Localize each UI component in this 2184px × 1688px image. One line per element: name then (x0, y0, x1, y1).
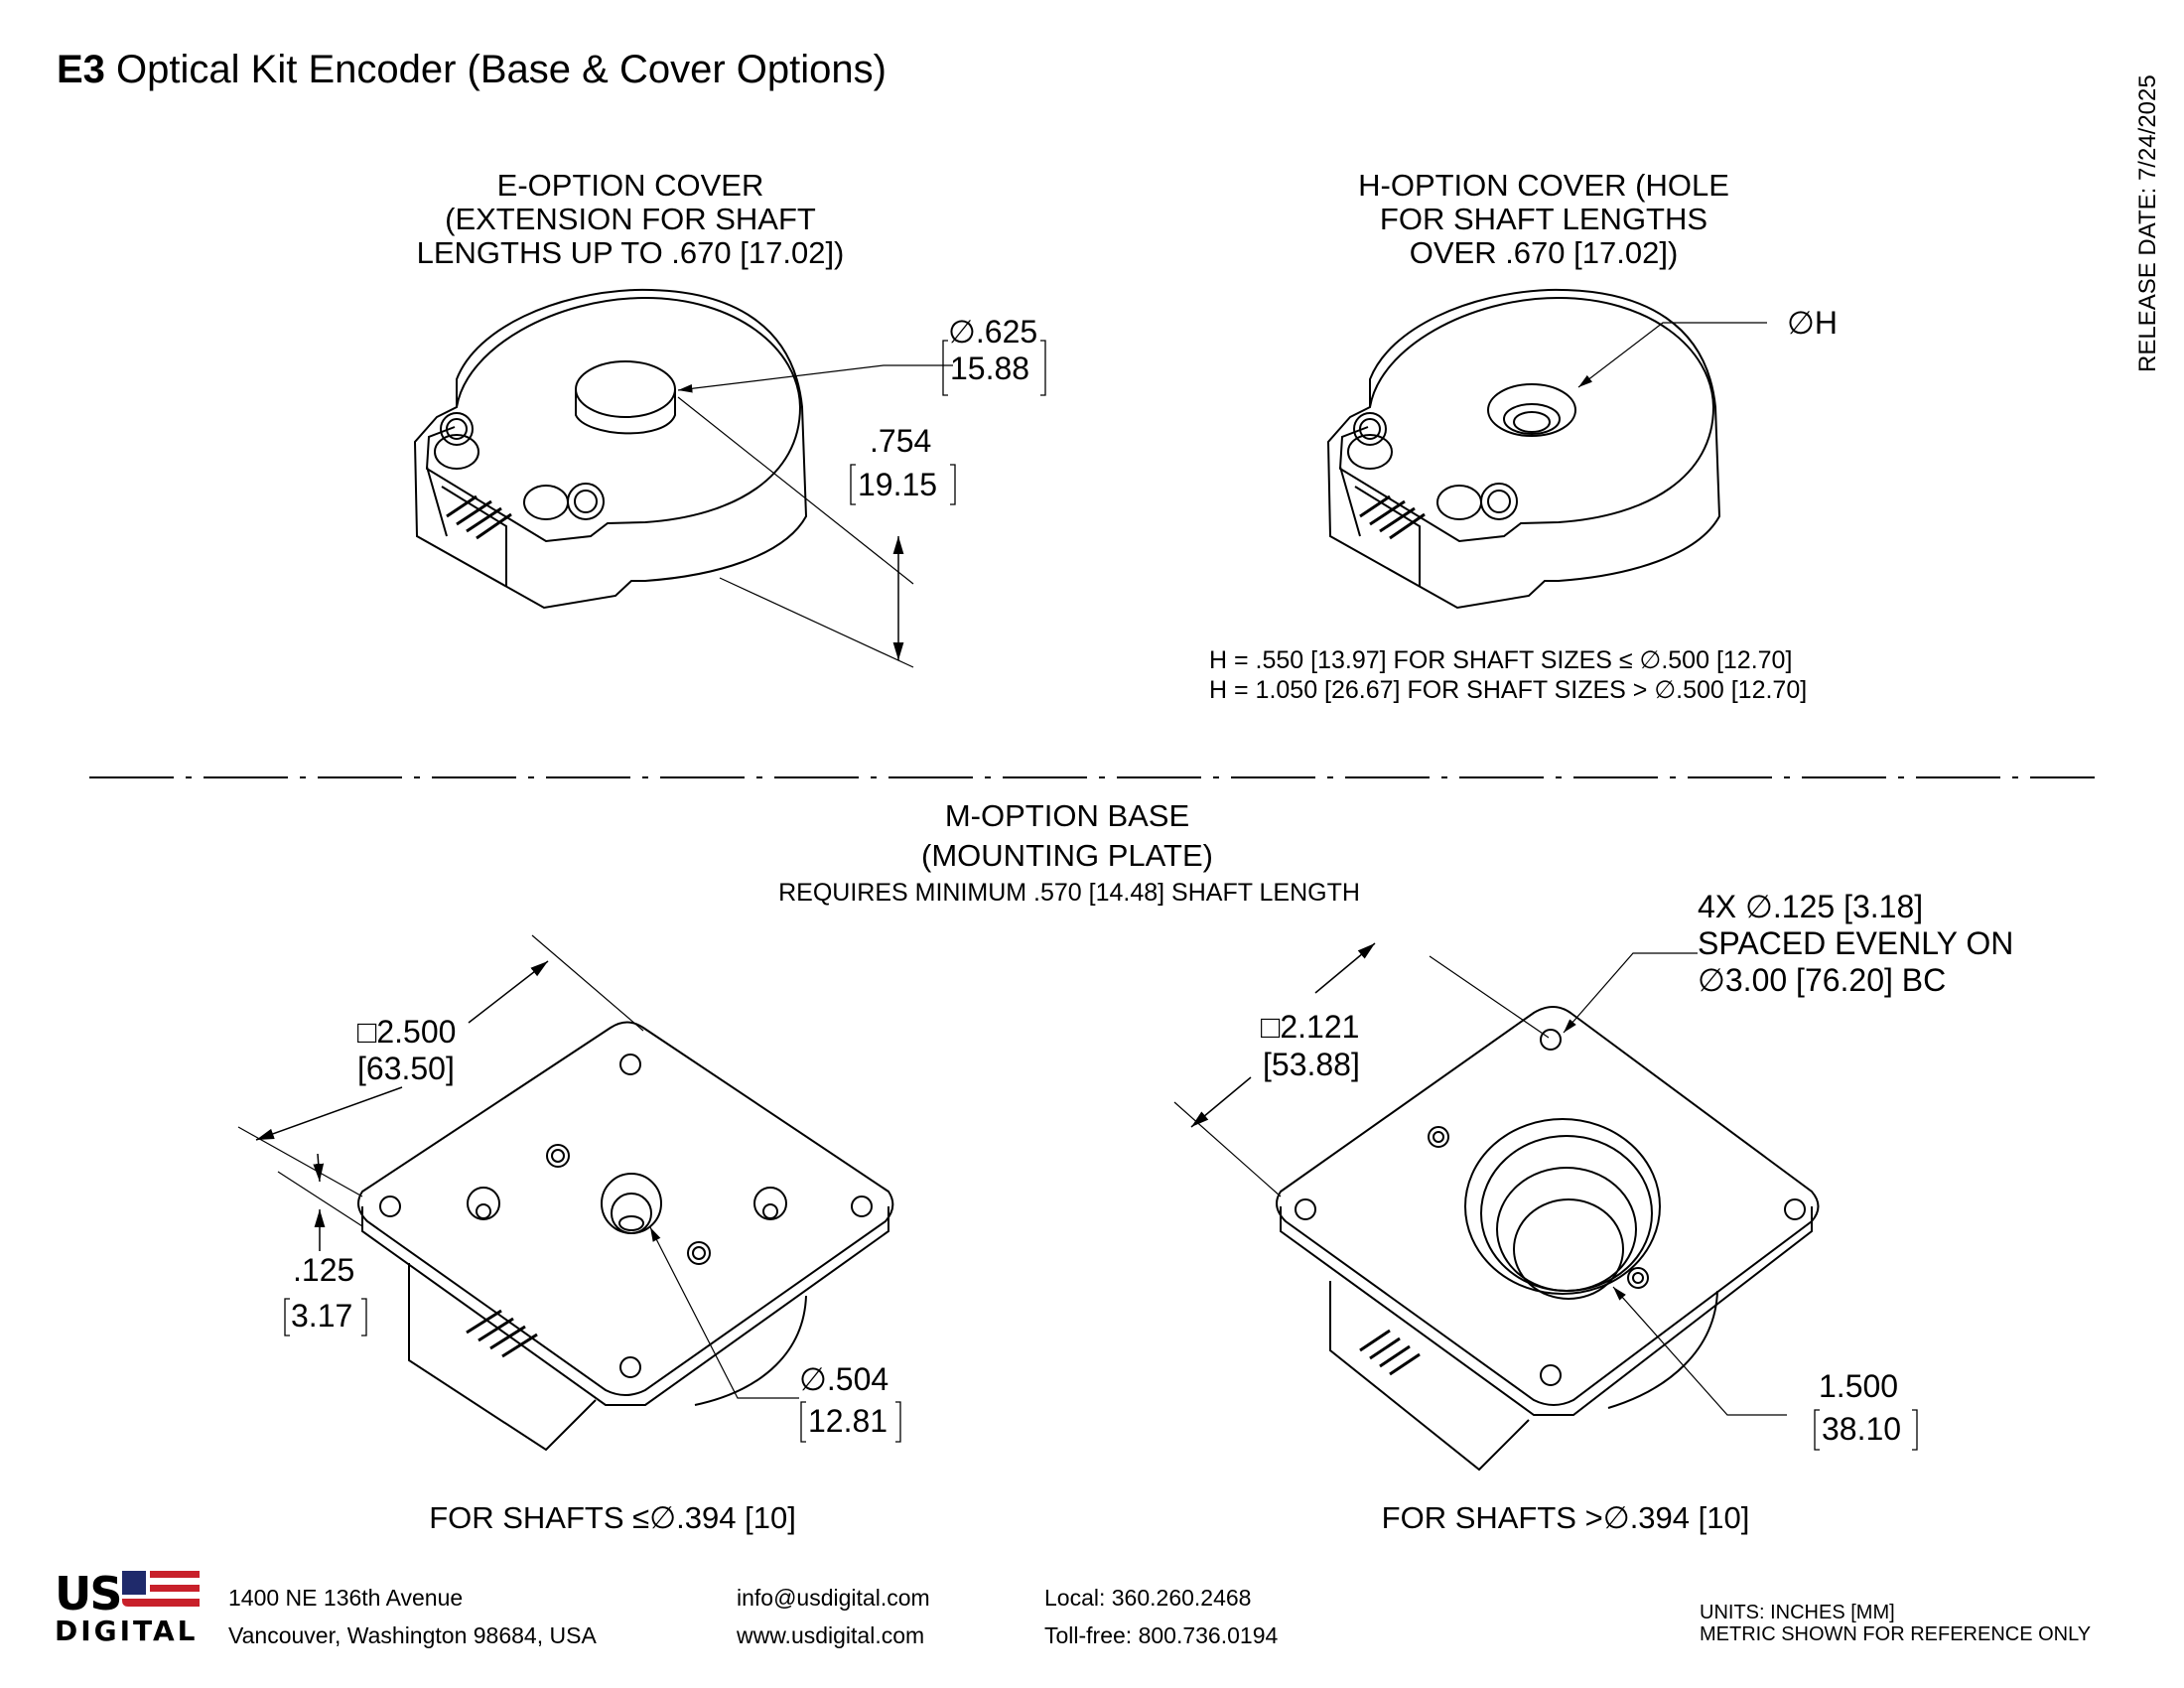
units-note: UNITS: INCHES [MM] METRIC SHOWN FOR REFE… (1700, 1602, 2091, 1645)
e-option-label: E-OPTION COVER (EXTENSION FOR SHAFT LENG… (417, 169, 845, 270)
logo-us-text: US (55, 1567, 122, 1620)
holes-note-line: SPACED EVENLY ON (1698, 925, 2014, 961)
phone-local: Local: 360.260.2468 (1044, 1585, 1252, 1611)
page-title: E3 Optical Kit Encoder (Base & Cover Opt… (57, 48, 887, 92)
holes-note-line: ∅3.00 [76.20] BC (1698, 962, 1947, 998)
h-option-notes: H = .550 [13.97] FOR SHAFT SIZES ≤ ∅.500… (1209, 645, 1807, 705)
e-option-cover-drawing (413, 288, 953, 668)
address-line: Vancouver, Washington 98684, USA (228, 1622, 597, 1648)
m-left-dim-thickness: .125 (293, 1252, 355, 1288)
phone-tollfree: Toll-free: 800.736.0194 (1044, 1622, 1279, 1648)
m-right-dim-bore-mm: 38.10 (1822, 1411, 1902, 1447)
e-dim-diameter-mm: 15.88 (950, 351, 1030, 386)
flag-icon (122, 1571, 201, 1607)
title-model: E3 (57, 48, 105, 91)
h-dim-hole: ∅H (1787, 305, 1838, 341)
m-left-caption: FOR SHAFTS ≤∅.394 [10] (429, 1500, 796, 1535)
dimension-brackets (284, 340, 1918, 1451)
h-option-label: H-OPTION COVER (HOLE FOR SHAFT LENGTHS O… (1358, 169, 1729, 270)
footer-phones: Local: 360.260.2468 Toll-free: 800.736.0… (1044, 1579, 1278, 1654)
logo-digital-text: DIGITAL (55, 1615, 199, 1647)
m-right-dim-square: □2.121 (1261, 1009, 1360, 1045)
h-note: H = 1.050 [26.67] FOR SHAFT SIZES > ∅.50… (1209, 676, 1808, 704)
m-right-holes-note: 4X ∅.125 [3.18] SPACED EVENLY ON ∅3.00 [… (1698, 889, 2013, 999)
m-option-left-drawing (237, 934, 894, 1452)
m-left-dim-thickness-mm: 3.17 (291, 1298, 353, 1334)
m-right-dim-bore: 1.500 (1819, 1368, 1899, 1404)
m-right-dim-square-mm: [53.88] (1263, 1047, 1360, 1082)
m-left-dim-bore: ∅.504 (799, 1361, 889, 1397)
units-line: METRIC SHOWN FOR REFERENCE ONLY (1700, 1623, 2092, 1645)
footer-contact: info@usdigital.com www.usdigital.com (737, 1579, 930, 1654)
e-dim-height: .754 (870, 423, 932, 459)
m-left-dim-bore-mm: 12.81 (808, 1403, 888, 1439)
h-option-cover-drawing (1326, 288, 1767, 610)
e-option-label-line: LENGTHS UP TO .670 [17.02]) (416, 235, 845, 270)
email-link[interactable]: info@usdigital.com (737, 1585, 930, 1611)
units-line: UNITS: INCHES [MM] (1700, 1602, 1895, 1623)
m-right-caption: FOR SHAFTS >∅.394 [10] (1381, 1500, 1750, 1535)
m-option-right-drawing (1173, 942, 1820, 1472)
e-option-label-line: E-OPTION COVER (496, 168, 764, 203)
h-option-label-line: OVER .670 [17.02]) (1409, 235, 1679, 270)
e-dim-height-mm: 19.15 (858, 467, 938, 502)
title-text: Optical Kit Encoder (Base & Cover Option… (104, 48, 887, 91)
h-note: H = .550 [13.97] FOR SHAFT SIZES ≤ ∅.500… (1209, 646, 1793, 674)
us-digital-logo: US DIGITAL (55, 1567, 201, 1647)
m-option-requirement: REQUIRES MINIMUM .570 [14.48] SHAFT LENG… (778, 879, 1360, 907)
m-left-dim-square: □2.500 (357, 1014, 457, 1050)
m-option-title-line: M-OPTION BASE (944, 798, 1190, 833)
e-option-label-line: (EXTENSION FOR SHAFT (445, 202, 816, 236)
m-option-title: M-OPTION BASE (MOUNTING PLATE) (921, 796, 1213, 876)
website-link[interactable]: www.usdigital.com (737, 1622, 925, 1648)
h-option-label-line: H-OPTION COVER (HOLE (1358, 168, 1729, 203)
m-left-dim-square-mm: [63.50] (357, 1051, 455, 1086)
address-line: 1400 NE 136th Avenue (228, 1585, 464, 1611)
h-option-label-line: FOR SHAFT LENGTHS (1379, 202, 1708, 236)
e-dim-diameter: ∅.625 (948, 314, 1038, 350)
holes-note-line: 4X ∅.125 [3.18] (1698, 889, 1924, 924)
footer-address: 1400 NE 136th Avenue Vancouver, Washingt… (228, 1579, 597, 1654)
m-option-title-line: (MOUNTING PLATE) (921, 838, 1213, 873)
